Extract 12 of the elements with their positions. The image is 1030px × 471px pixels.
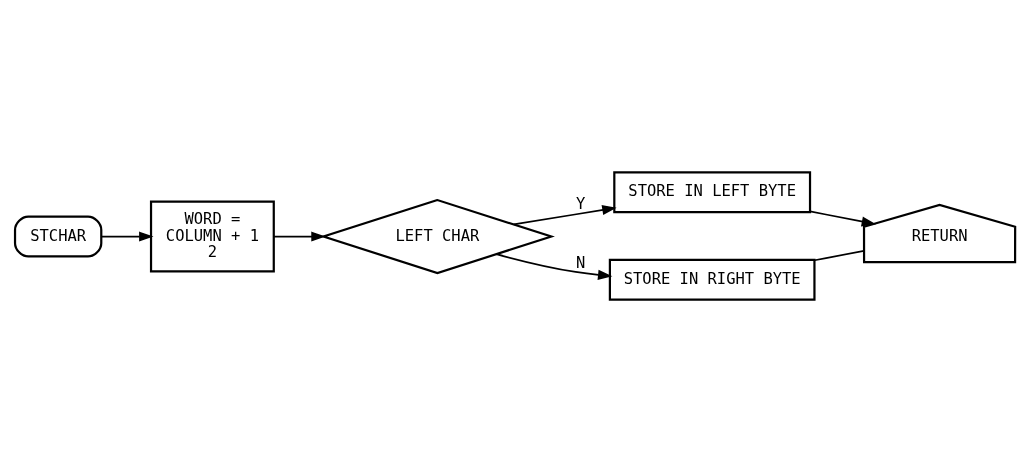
arrow <box>272 231 326 242</box>
edge-label: N <box>575 253 586 272</box>
connector <box>813 249 865 261</box>
arrow <box>495 252 613 280</box>
arrow <box>100 231 154 242</box>
node-box: STORE IN RIGHT BYTE <box>608 258 816 301</box>
arrow <box>809 210 877 226</box>
node-box: STCHAR <box>13 215 103 258</box>
edge-label: Y <box>575 194 586 213</box>
node-box: WORD = COLUMN + 1 2 <box>149 200 275 272</box>
arrow <box>512 204 617 225</box>
node-box: STORE IN LEFT BYTE <box>613 170 812 213</box>
